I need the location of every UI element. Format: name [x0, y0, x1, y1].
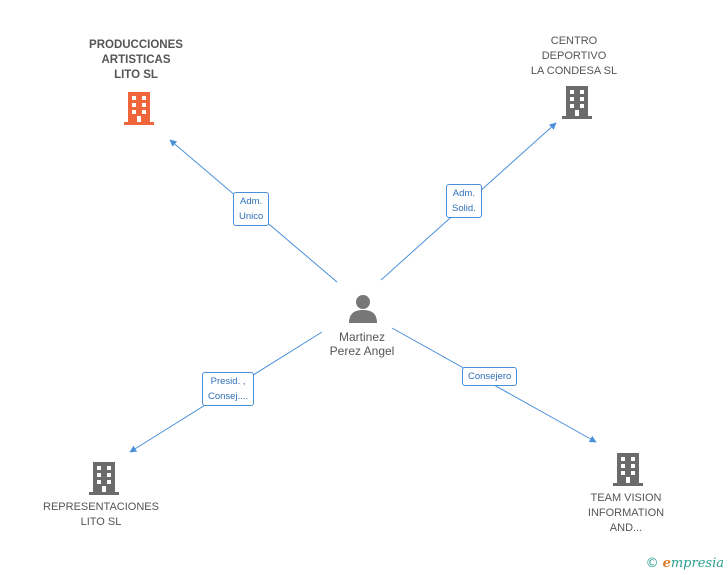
company-name-line: AND...: [609, 522, 643, 534]
company-name-line: TEAM VISION: [590, 492, 662, 504]
company-centro-deportivo[interactable]: CENTRO DEPORTIVO LA CONDESA SL: [514, 34, 634, 79]
building-icon[interactable]: [88, 461, 120, 495]
relation-label-line: Consejero: [468, 371, 512, 382]
relation-label-line: Presid. ,: [210, 376, 246, 387]
relation-label-line: Solid.: [452, 203, 476, 214]
company-name-line: PRODUCCIONES: [89, 39, 183, 51]
brand-rest: mpresia: [670, 556, 724, 571]
relation-label-adm-unico[interactable]: Adm. Unico: [233, 192, 270, 226]
relation-label-adm-solid[interactable]: Adm. Solid.: [446, 184, 482, 218]
company-producciones-artisticas[interactable]: PRODUCCIONES ARTISTICAS LITO SL: [76, 38, 196, 83]
building-icon[interactable]: [612, 452, 644, 486]
company-team-vision[interactable]: TEAM VISION INFORMATION AND...: [570, 491, 682, 536]
company-name-line: REPRESENTACIONES: [43, 501, 159, 513]
company-name-line: INFORMATION: [587, 507, 665, 519]
company-name-line: CENTRO: [550, 35, 598, 47]
brand-e: e: [662, 556, 671, 571]
relation-label-line: Adm.: [240, 196, 263, 207]
company-name-line: LITO SL: [114, 69, 158, 81]
relation-label-line: Unico: [239, 211, 264, 222]
empresia-logo[interactable]: ©empresia: [646, 556, 724, 571]
copyright-icon: ©: [645, 556, 659, 571]
relation-label-consejero[interactable]: Consejero: [462, 367, 518, 386]
person-name[interactable]: Martinez Perez Angel: [310, 330, 414, 358]
relation-label-line: Adm.: [452, 188, 475, 199]
company-name-line: LITO SL: [80, 516, 122, 528]
person-name-line: Perez Angel: [329, 344, 395, 358]
company-name-line: ARTISTICAS: [101, 54, 171, 66]
relation-label-presid-consej[interactable]: Presid. , Consej....: [202, 372, 255, 406]
company-name-line: DEPORTIVO: [541, 50, 607, 62]
building-icon[interactable]: [123, 91, 155, 125]
company-representaciones-lito[interactable]: REPRESENTACIONES LITO SL: [40, 500, 162, 530]
company-name-line: LA CONDESA SL: [530, 65, 618, 77]
person-name-line: Martinez: [338, 330, 385, 344]
person-icon[interactable]: [348, 293, 378, 323]
building-icon[interactable]: [561, 85, 593, 119]
relation-label-line: Consej....: [208, 391, 249, 402]
